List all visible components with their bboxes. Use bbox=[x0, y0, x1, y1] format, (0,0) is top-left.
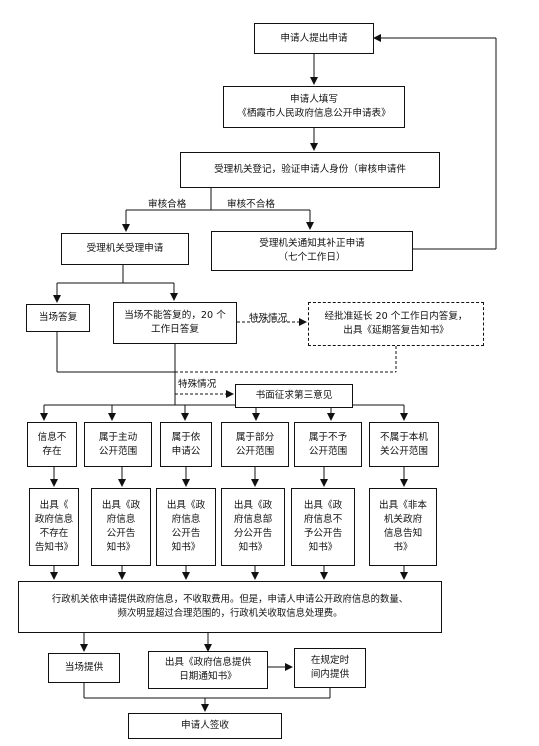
output-active: 出具《政 府信息 公开告 知书》 bbox=[91, 488, 151, 566]
category-not-public: 属于不予 公开范围 bbox=[294, 422, 362, 467]
notify-correction-node: 受理机关通知其补正申请 （七个工作日） bbox=[211, 231, 413, 271]
special-case-label-1: 特殊情况 bbox=[249, 313, 288, 324]
category-partial: 属于部分 公开范围 bbox=[221, 422, 289, 467]
output-not-public: 出具《政 府信息不 予公开告 知书》 bbox=[291, 488, 355, 566]
provide-deadline-node: 在规定时 间内提供 bbox=[294, 648, 366, 688]
output-not-agency: 出具《非本 机关政府 信息告知 书》 bbox=[369, 488, 437, 566]
category-request: 属于依 申请公 bbox=[160, 422, 212, 467]
cannot-reply-node: 当场不能答复的，20 个 工作日答复 bbox=[113, 302, 237, 344]
category-active: 属于主动 公开范围 bbox=[84, 422, 152, 467]
output-partial: 出具《政 府信息部 分公开告 知书》 bbox=[221, 488, 285, 566]
pass-label: 审核合格 bbox=[148, 199, 187, 210]
third-party-node: 书面征求第三意见 bbox=[235, 384, 353, 408]
extend-node: 经批准延长 20 个工作日内答复， 出具《延期答复告知书》 bbox=[308, 302, 484, 346]
special-case-label-2: 特殊情况 bbox=[178, 379, 217, 390]
provide-onsite-node: 当场提供 bbox=[48, 653, 120, 683]
fail-label: 审核不合格 bbox=[227, 199, 275, 210]
accept-node: 受理机关受理申请 bbox=[61, 233, 189, 265]
register-node: 受理机关登记，验证申请人身份（审核申请件 bbox=[180, 152, 440, 188]
fill-form-node: 申请人填写 《栖霞市人民政府信息公开申请表》 bbox=[223, 86, 405, 128]
sign-node: 申请人签收 bbox=[128, 713, 282, 739]
category-not-agency: 不属于本机 关公开范围 bbox=[369, 422, 439, 467]
fee-node: 行政机关依申请提供政府信息，不收取费用。但是，申请人申请公开政府信息的数量、 频… bbox=[18, 581, 442, 633]
output-request: 出具《政 府信息 公开告 知书》 bbox=[156, 488, 216, 566]
output-nonexist: 出具《 政府信息 不存在 告知书》 bbox=[29, 488, 79, 566]
onsite-reply-node: 当场答复 bbox=[26, 304, 90, 332]
provide-date-notice-node: 出具《政府信息提供 日期通知书》 bbox=[148, 651, 268, 689]
apply-node: 申请人提出申请 bbox=[254, 23, 374, 54]
category-nonexist: 信息不 存在 bbox=[27, 422, 77, 467]
